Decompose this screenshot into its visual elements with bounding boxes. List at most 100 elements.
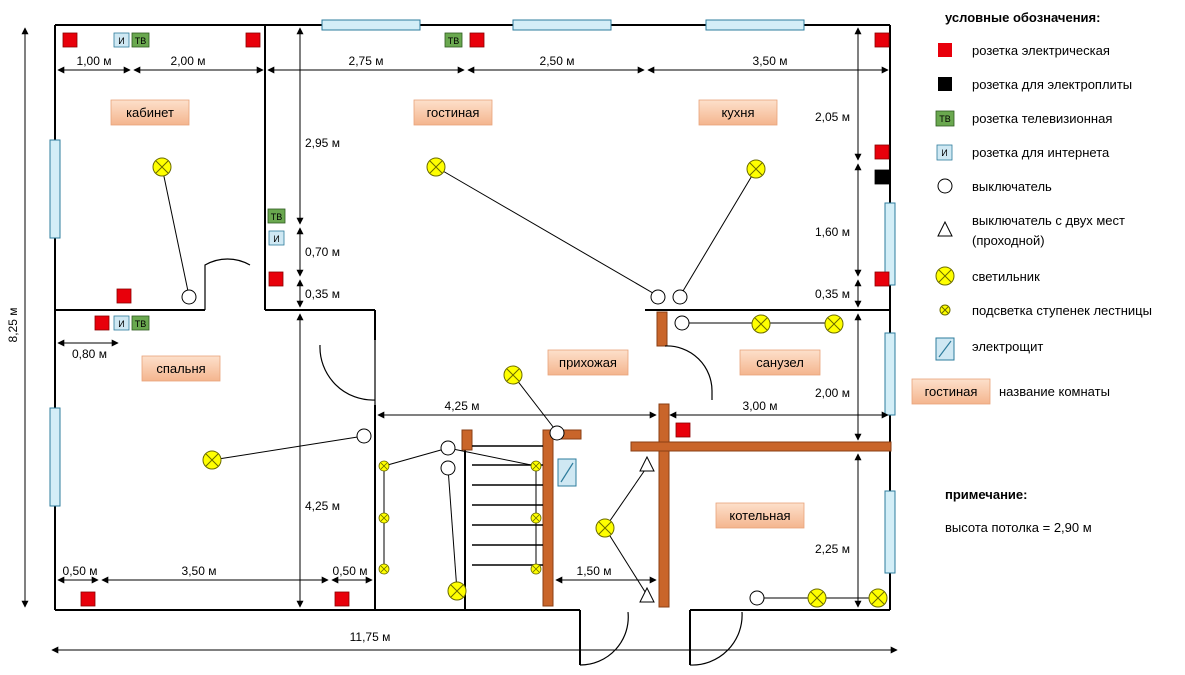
room-label: кухня	[721, 105, 754, 120]
door-study	[204, 258, 251, 310]
lamp-icon	[751, 314, 771, 334]
room-label: спальня	[156, 361, 205, 376]
legend-label: выключатель с двух мест	[972, 213, 1125, 228]
room-tag-boiler: котельная	[715, 502, 805, 529]
step-light-icon	[378, 512, 390, 524]
door-front-left	[579, 611, 629, 666]
legend-label: розетка электрическая	[972, 43, 1110, 58]
dim-label: 3,50 м	[753, 54, 788, 68]
socket-icon	[334, 591, 350, 607]
internet-socket-icon	[113, 315, 130, 331]
internet-socket-label: И	[118, 36, 124, 46]
legend-label: светильник	[972, 269, 1040, 284]
tv-socket-icon	[131, 32, 150, 48]
tv-socket: ТВ	[131, 315, 150, 331]
legend-room-tag-icon	[911, 378, 991, 405]
lamp-icon	[447, 581, 467, 601]
dim-label: 2,50 м	[540, 54, 575, 68]
window-top-2	[512, 19, 612, 31]
legend-tv-icon	[935, 110, 955, 127]
sockets	[62, 32, 890, 607]
legend-label: подсветка ступенек лестницы	[972, 303, 1152, 318]
dim-label: 1,50 м	[577, 564, 612, 578]
switch-icon	[674, 315, 690, 331]
door-front-right	[689, 611, 743, 666]
brick-wall-stair-right	[542, 429, 554, 607]
dim-label: 8,25 м	[6, 308, 20, 343]
socket-icon	[874, 144, 890, 160]
room-tag-kitchen: кухня	[698, 99, 778, 126]
switches	[181, 289, 765, 606]
dim-label: 0,70 м	[305, 245, 340, 259]
legend-two-way-switch-icon	[937, 220, 953, 237]
window-top-3	[705, 19, 805, 31]
socket-icon	[874, 271, 890, 287]
two-way-switch-icon	[639, 586, 655, 603]
room-label: гостиная	[427, 105, 480, 120]
brick-walls	[461, 311, 892, 608]
wire	[447, 467, 458, 592]
internet-socket-icon	[268, 230, 285, 246]
legend-label: розетка для электроплиты	[972, 77, 1132, 92]
room-tags: кабинет гостиная кухня спальня прихожая …	[110, 99, 821, 529]
lamp-icon	[152, 157, 172, 177]
tv-internet-sockets: И ТВ ТВ ТВ И И ТВ	[113, 32, 463, 331]
dim-label: 0,50 м	[63, 564, 98, 578]
wire	[161, 166, 190, 297]
lamps	[152, 157, 888, 608]
door-bath	[664, 345, 713, 400]
lamp-icon	[503, 365, 523, 385]
dim-label: 2,00 м	[171, 54, 206, 68]
door-bedroom	[319, 340, 376, 405]
tv-socket-label: ТВ	[135, 319, 147, 329]
dim-label: 2,95 м	[305, 136, 340, 150]
wire	[435, 166, 659, 297]
socket-icon	[874, 32, 890, 48]
switch-icon	[672, 289, 688, 305]
room-label: санузел	[756, 355, 804, 370]
room-tag-study: кабинет	[110, 99, 190, 126]
internet-socket: И	[268, 230, 285, 246]
dim-label: 0,35 м	[305, 287, 340, 301]
legend-panel-icon-slash	[938, 340, 952, 358]
window-right-3	[884, 490, 896, 574]
dim-label: 4,25 м	[305, 499, 340, 513]
brick-wall-boiler-top	[630, 441, 892, 452]
lamp-icon	[202, 450, 222, 470]
window-right-1	[884, 202, 896, 286]
step-light-icon	[530, 512, 542, 524]
socket-icon	[245, 32, 261, 48]
legend-step-light-icon	[939, 304, 951, 316]
brick-wall-stair-top-left	[461, 429, 473, 451]
step-light-icon	[378, 460, 390, 472]
note-title: примечание:	[945, 487, 1028, 502]
room-label: кабинет	[126, 105, 174, 120]
dim-label: 2,05 м	[815, 110, 850, 124]
dimension-lines	[21, 27, 898, 654]
room-tag-bedroom: спальня	[141, 355, 221, 382]
lamp-icon	[824, 314, 844, 334]
tv-socket: ТВ	[444, 32, 463, 48]
brick-wall-boiler-left	[658, 403, 670, 608]
window-left-2	[49, 407, 61, 507]
socket-icon	[469, 32, 485, 48]
dim-label: 3,50 м	[182, 564, 217, 578]
switch-icon	[356, 428, 372, 444]
lamp-icon	[746, 159, 766, 179]
lamp-icon	[807, 588, 827, 608]
internet-socket-label: И	[273, 234, 279, 244]
legend: условные обозначения: розетка электричес…	[911, 10, 1152, 535]
switch-icon	[650, 289, 666, 305]
legend-stove-socket-icon	[938, 77, 952, 91]
dim-label: 0,80 м	[72, 347, 107, 361]
socket-icon	[116, 288, 132, 304]
internet-socket-icon	[113, 32, 130, 48]
lamp-icon	[868, 588, 888, 608]
switch-icon	[440, 440, 456, 456]
tv-socket-label: ТВ	[448, 36, 460, 46]
tv-socket-icon	[444, 32, 463, 48]
lamp-icon	[595, 518, 615, 538]
window-top-1	[321, 19, 421, 31]
socket-icon	[268, 271, 284, 287]
internet-socket: И	[113, 32, 130, 48]
